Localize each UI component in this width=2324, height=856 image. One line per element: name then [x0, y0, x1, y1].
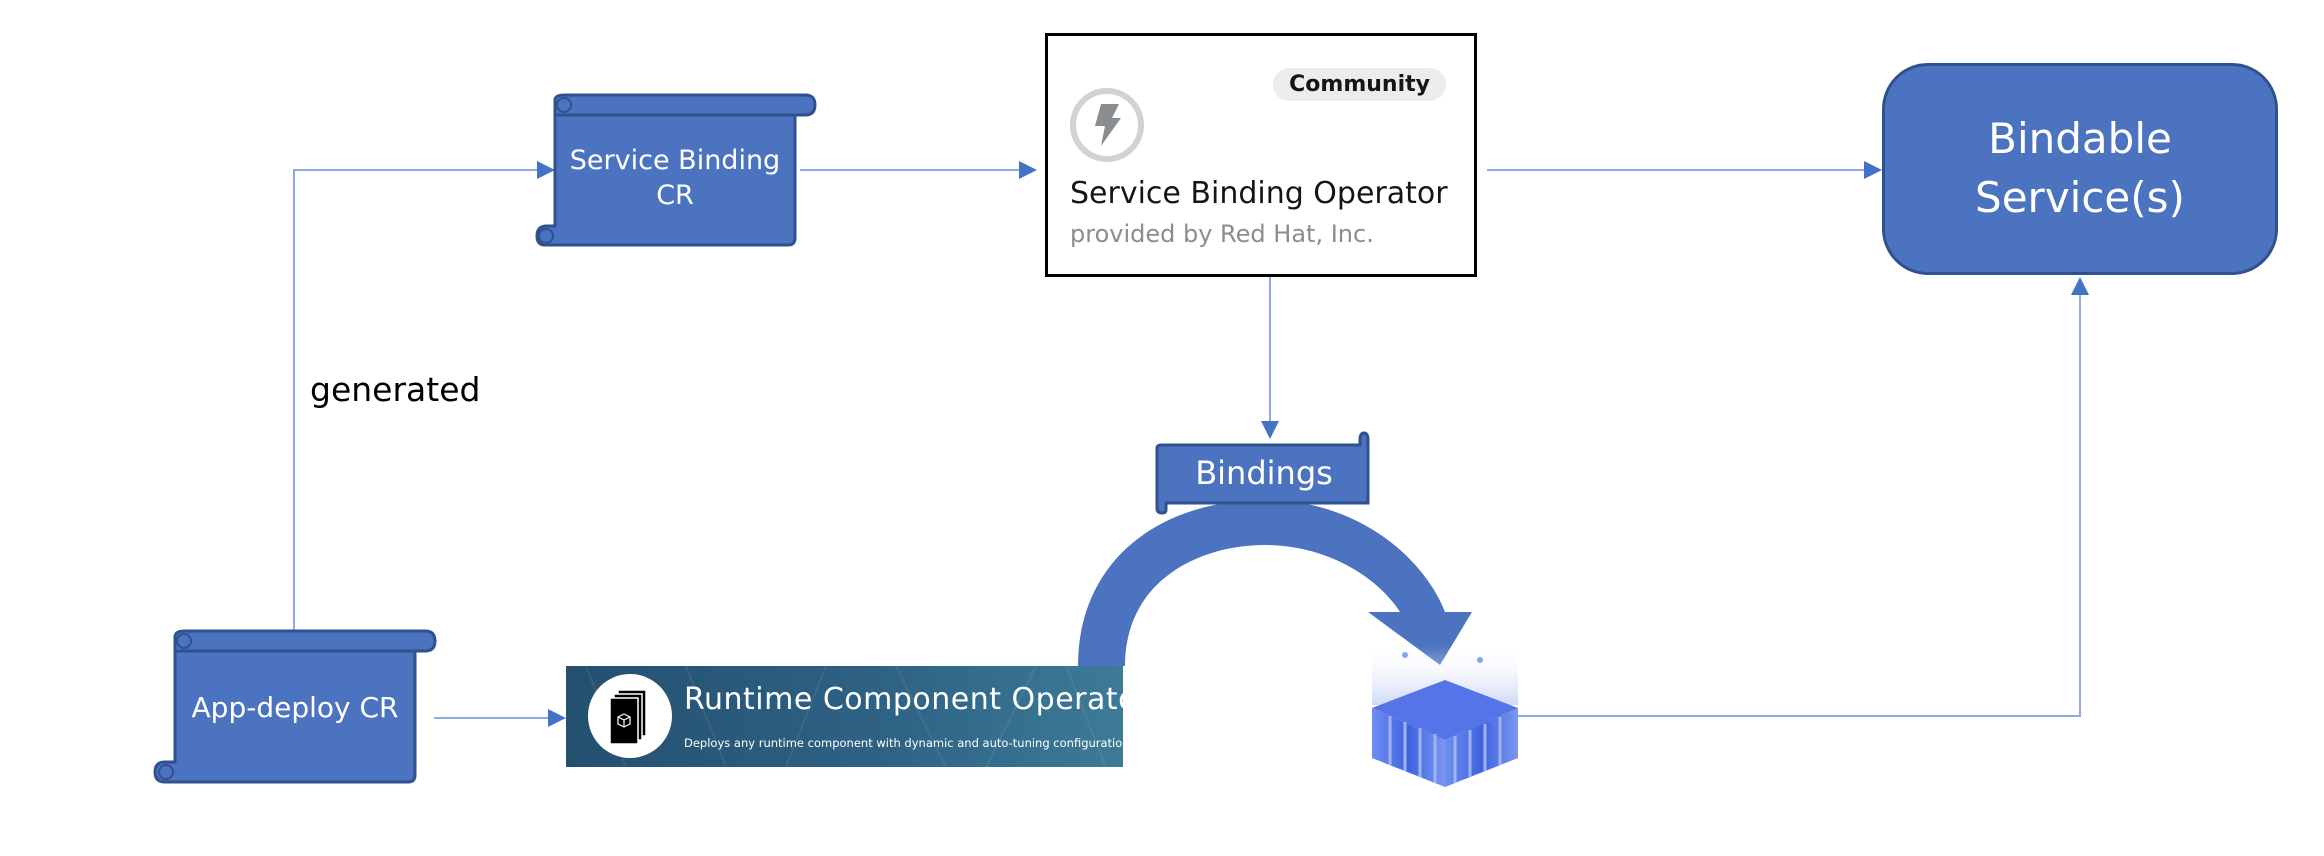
connector-workload-to-bindable: [1470, 277, 2089, 717]
bindings-label: Bindings: [1195, 454, 1333, 493]
service-binding-operator-card[interactable]: Community Service Binding Operator provi…: [1045, 33, 1477, 277]
hexagon-pattern: [585, 666, 1107, 767]
rco-description: Deploys any runtime component with dynam…: [684, 736, 1123, 750]
runtime-component-operator-banner[interactable]: Runtime Component Operator Deploys any r…: [566, 666, 1123, 767]
app-deploy-cr-label: App-deploy CR: [191, 690, 399, 724]
service-binding-cr-label-line1: Service Binding: [569, 144, 781, 176]
bindable-services-label-line1: Bindable: [1988, 114, 2172, 164]
container-cube-icon: [1372, 645, 1518, 787]
app-deploy-cr-scroll[interactable]: [153, 629, 437, 784]
curved-block-arrow: [1078, 500, 1472, 666]
connector-app-deploy-to-service-binding-cr: [293, 161, 555, 630]
stacked-cube-pages-icon: [588, 674, 672, 758]
bindable-services-box[interactable]: Bindable Service(s): [1882, 63, 2278, 275]
service-binding-cr-label: Service Binding CR: [555, 118, 795, 238]
bindable-services-label-line2: Service(s): [1975, 173, 2185, 222]
rco-title: Runtime Component Operator: [684, 682, 1123, 717]
bindings-scroll[interactable]: [1155, 431, 1370, 515]
lightning-bolt-icon: [1070, 88, 1144, 162]
generated-edge-label: generated: [310, 370, 481, 409]
operator-title: Service Binding Operator: [1070, 176, 1448, 211]
operator-provider: provided by Red Hat, Inc.: [1070, 220, 1374, 248]
service-binding-cr-scroll[interactable]: [535, 93, 817, 247]
community-badge: Community: [1273, 68, 1446, 101]
service-binding-cr-label-line2: CR: [656, 180, 694, 211]
